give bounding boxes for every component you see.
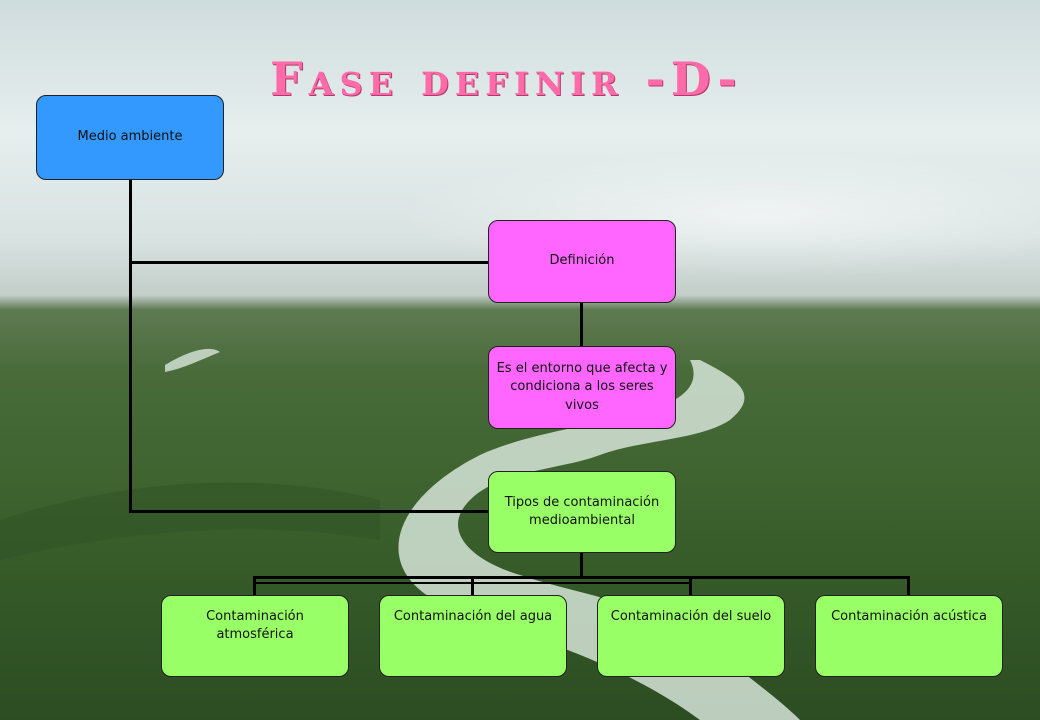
node-label: Contaminación del agua (393, 609, 553, 624)
connector-child-1 (253, 576, 256, 596)
node-contaminacion-acustica: Contaminación acústica (815, 595, 1003, 677)
connector-child-4 (907, 576, 910, 596)
node-label: Contaminación del suelo (610, 609, 772, 624)
connector-root-vertical (129, 179, 132, 513)
node-tipos-contaminacion: Tipos de contaminación medioambiental (488, 471, 676, 553)
connector-root-to-definition (129, 261, 489, 264)
node-medio-ambiente: Medio ambiente (36, 95, 224, 180)
node-contaminacion-atmosferica: Contaminación atmosférica (161, 595, 349, 677)
node-label: Es el entorno que afecta y condiciona a … (496, 361, 668, 413)
node-definicion-texto: Es el entorno que afecta y condiciona a … (488, 346, 676, 429)
page-title: Fase definir -D- (270, 52, 743, 106)
connector-child-3 (689, 576, 692, 596)
node-contaminacion-suelo: Contaminación del suelo (597, 595, 785, 677)
connector-child-2 (471, 576, 474, 596)
node-label: Definición (549, 253, 615, 269)
node-label: Contaminación atmosférica (206, 609, 304, 643)
node-label: Medio ambiente (77, 129, 183, 145)
connector-definition-to-text (580, 302, 583, 347)
node-label: Contaminación acústica (831, 609, 987, 624)
node-label: Tipos de contaminación medioambiental (504, 494, 660, 528)
node-definicion: Definición (488, 220, 676, 303)
connector-types-down (580, 552, 583, 578)
connector-root-to-types (129, 510, 489, 513)
node-contaminacion-agua: Contaminación del agua (379, 595, 567, 677)
